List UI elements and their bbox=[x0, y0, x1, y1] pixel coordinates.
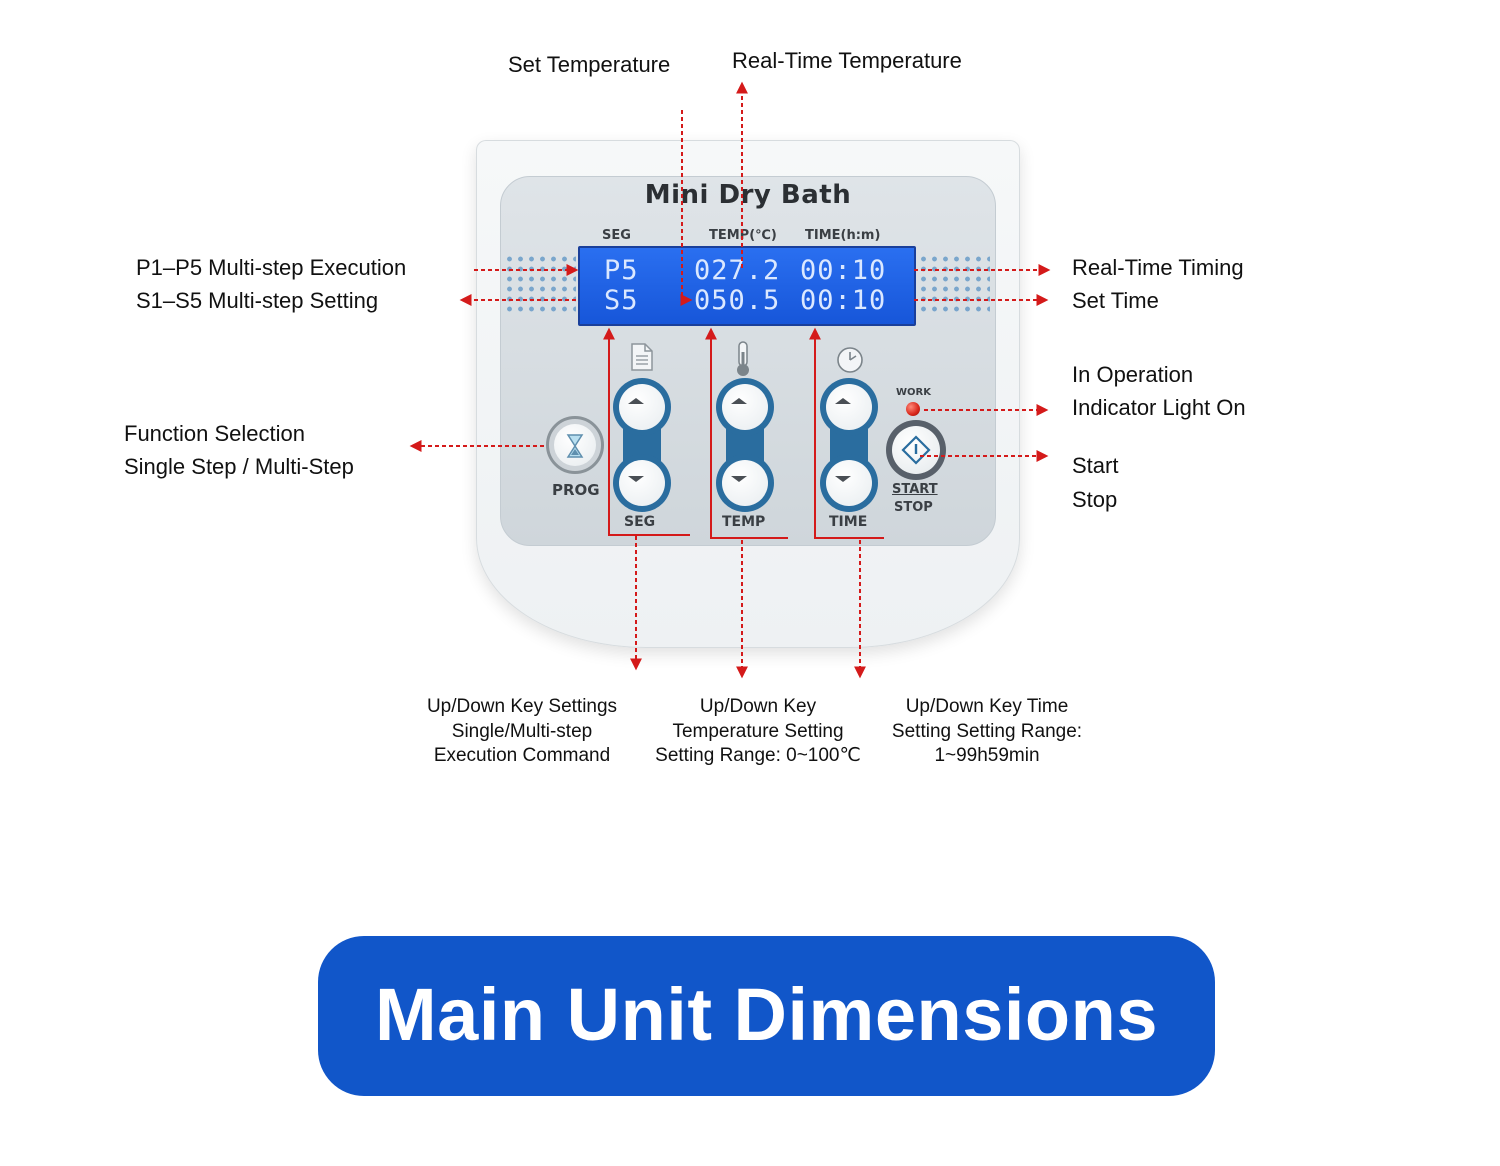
s-setting-label: S1–S5 Multi-step Setting bbox=[136, 288, 379, 313]
work-indicator-light bbox=[906, 402, 920, 416]
temp-keys-line-1: Up/Down Key bbox=[699, 696, 817, 717]
lcd-row2-time: 00:10 bbox=[800, 285, 887, 316]
prog-button[interactable] bbox=[546, 416, 604, 474]
time-key-label: TIME bbox=[829, 514, 868, 530]
single-multi-step-label: Single Step / Multi-Step bbox=[124, 454, 354, 479]
temp-key-pair bbox=[716, 378, 774, 512]
time-keys-description: Up/Down Key Time Setting Setting Range: … bbox=[874, 695, 1100, 769]
stop-key-label: STOP bbox=[894, 500, 933, 515]
thermometer-icon bbox=[737, 341, 749, 376]
time-column-header: TIME(h:m) bbox=[805, 228, 881, 243]
time-keys-line-1: Up/Down Key Time bbox=[905, 696, 1069, 717]
start-stop-button[interactable] bbox=[886, 420, 946, 480]
seg-keys-line-2: Single/Multi-step bbox=[451, 720, 593, 742]
temp-keys-description: Up/Down Key Temperature Setting Setting … bbox=[640, 695, 876, 769]
lcd-row1-temp: 027.2 bbox=[694, 255, 781, 286]
hourglass-icon bbox=[566, 434, 584, 458]
seg-bracket bbox=[603, 327, 690, 536]
seg-keys-description: Up/Down Key Settings Single/Multi-step E… bbox=[402, 695, 642, 769]
time-up-button[interactable] bbox=[820, 378, 878, 436]
seg-down-button[interactable] bbox=[613, 454, 671, 512]
down-arrow-icon bbox=[835, 476, 851, 482]
set-temperature-arrow bbox=[680, 110, 693, 306]
time-key-pair bbox=[820, 378, 878, 512]
lcd-row2-seg: S5 bbox=[604, 285, 639, 316]
function-selection-label: Function Selection bbox=[124, 421, 305, 446]
stop-label: Stop bbox=[1072, 487, 1118, 512]
p-execution-label: P1–P5 Multi-step Execution bbox=[136, 255, 407, 280]
temp-key-label: TEMP bbox=[722, 514, 766, 530]
temp-keys-line-3: Setting Range: 0~100℃ bbox=[655, 745, 861, 766]
seg-keys-line-1: Up/Down Key Settings bbox=[426, 696, 618, 717]
seg-key-label: SEG bbox=[624, 514, 656, 530]
start-key-label: START bbox=[892, 482, 938, 497]
up-arrow-icon bbox=[835, 398, 851, 404]
lcd-row1-seg: P5 bbox=[604, 255, 639, 286]
prog-label: PROG bbox=[552, 481, 600, 499]
start-stop-icon bbox=[901, 435, 931, 465]
seg-column-header: SEG bbox=[602, 228, 631, 243]
time-down-button[interactable] bbox=[820, 454, 878, 512]
time-keys-line-2: Setting Setting Range: bbox=[891, 720, 1083, 742]
device-title: Mini Dry Bath bbox=[644, 180, 852, 210]
clock-icon bbox=[837, 347, 863, 373]
temp-bracket bbox=[705, 327, 788, 539]
temp-keys-line-2: Temperature Setting bbox=[672, 720, 844, 742]
document-icon bbox=[631, 343, 653, 371]
real-time-timing-label: Real-Time Timing bbox=[1072, 255, 1244, 280]
left-speaker-dots bbox=[504, 254, 576, 316]
temp-up-button[interactable] bbox=[716, 378, 774, 436]
main-unit-dimensions-banner: Main Unit Dimensions bbox=[318, 936, 1215, 1096]
banner-text: Main Unit Dimensions bbox=[375, 973, 1158, 1056]
down-arrow-icon bbox=[628, 476, 644, 482]
up-arrow-icon bbox=[731, 398, 747, 404]
time-keys-line-3: 1~99h59min bbox=[934, 745, 1040, 766]
seg-up-button[interactable] bbox=[613, 378, 671, 436]
time-bracket bbox=[809, 327, 884, 539]
seg-keys-line-3: Execution Command bbox=[433, 745, 611, 766]
down-arrow-icon bbox=[731, 476, 747, 482]
lcd-row2-temp: 050.5 bbox=[694, 285, 781, 316]
set-temperature-label: Set Temperature bbox=[508, 52, 671, 77]
seg-key-pair bbox=[613, 378, 671, 512]
real-time-temperature-label: Real-Time Temperature bbox=[732, 48, 962, 73]
work-label: WORK bbox=[896, 387, 931, 398]
set-time-label: Set Time bbox=[1072, 288, 1159, 313]
start-label: Start bbox=[1072, 453, 1119, 478]
temp-column-header: TEMP(℃) bbox=[709, 228, 777, 243]
up-arrow-icon bbox=[628, 398, 644, 404]
in-operation-label: In Operation bbox=[1072, 362, 1194, 387]
indicator-light-on-label: Indicator Light On bbox=[1072, 395, 1246, 420]
lcd-row1-time: 00:10 bbox=[800, 255, 887, 286]
right-speaker-dots bbox=[918, 254, 990, 316]
temp-down-button[interactable] bbox=[716, 454, 774, 512]
lcd-display: P5 027.2 00:10 S5 050.5 00:10 bbox=[578, 246, 916, 326]
